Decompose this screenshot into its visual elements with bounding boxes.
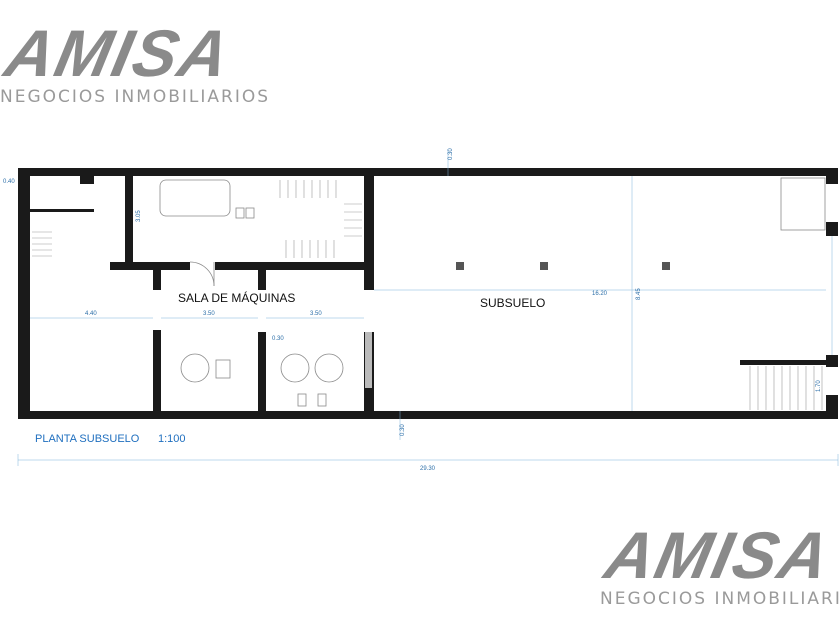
pump-b <box>245 207 255 219</box>
company-logo-top: AMISA NEGOCIOS INMOBILIARIOS <box>0 16 271 107</box>
room-label-machine: SALA DE MÁQUINAS <box>178 290 295 305</box>
wall-machine-left <box>125 176 133 268</box>
stairs-left <box>32 231 52 257</box>
room-label-basement: SUBSUELO <box>480 296 545 310</box>
wall-machine-bottom-left <box>110 262 190 270</box>
dim-width-right-bay: 3.50 <box>310 311 322 317</box>
dim-total-length: 29.30 <box>420 466 436 472</box>
stairs-right <box>749 366 823 410</box>
plan-title: PLANTA SUBSUELO <box>35 433 140 445</box>
wall-right-bottom <box>826 395 838 419</box>
dim-stair-depth: 1.70 <box>816 380 822 392</box>
dim-basement-width: 16.20 <box>592 291 608 297</box>
tank-circle-3 <box>314 353 344 383</box>
dim-basement-depth: 8.45 <box>636 288 642 300</box>
logo-wordmark: AMISA <box>599 518 838 592</box>
pillar-a <box>153 270 161 290</box>
wall-top <box>18 168 838 176</box>
fixtures <box>159 177 826 407</box>
interior-walls <box>30 176 828 411</box>
wall-machine-bottom-right <box>215 262 370 270</box>
logo-tagline: NEGOCIOS INMOBILIARIOS <box>0 87 271 107</box>
tank-circle-1 <box>180 353 210 383</box>
fixture-b <box>317 393 327 407</box>
wall-shelf <box>30 209 94 212</box>
water-tank <box>159 179 231 217</box>
outer-walls <box>18 168 838 419</box>
column-1 <box>456 262 464 270</box>
dim-machine-depth: 3.05 <box>136 210 142 222</box>
equipment-box <box>215 359 231 379</box>
columns <box>456 262 670 270</box>
wall-bottom <box>18 411 838 419</box>
wall-right-mid <box>826 222 838 236</box>
pillar-b <box>258 270 266 290</box>
wall-partition-b <box>258 332 266 411</box>
dim-left-wall: 0.40 <box>3 179 15 185</box>
door-swing <box>189 261 215 287</box>
wall-right-lower <box>826 355 838 367</box>
wall-machine-right <box>364 176 374 290</box>
door-panel <box>365 332 372 388</box>
stair-landing-wall <box>740 360 828 365</box>
wall-partition-a <box>153 330 161 411</box>
logo-tagline: NEGOCIOS INMOBILIARIOS <box>600 589 840 609</box>
dim-partition: 0.30 <box>272 336 284 342</box>
dim-top-wall: 0.30 <box>448 148 454 160</box>
column-2 <box>540 262 548 270</box>
dimension-lines <box>17 150 839 466</box>
plan-scale: 1:100 <box>158 433 186 445</box>
wall-right-upper <box>826 168 838 184</box>
tank-circle-2 <box>280 353 310 383</box>
stairs-machine <box>279 180 362 258</box>
small-block <box>80 176 94 184</box>
dim-width-middle-bay: 3.50 <box>203 311 215 317</box>
wall-left <box>18 168 30 419</box>
fixture-a <box>297 393 307 407</box>
dim-bottom-wall: 0.30 <box>400 424 406 436</box>
pump-a <box>235 207 245 219</box>
company-logo-bottom: AMISA NEGOCIOS INMOBILIARIOS <box>599 518 840 609</box>
column-3 <box>662 262 670 270</box>
elevator-shaft <box>780 177 826 231</box>
dim-width-left-bay: 4.40 <box>85 311 97 317</box>
